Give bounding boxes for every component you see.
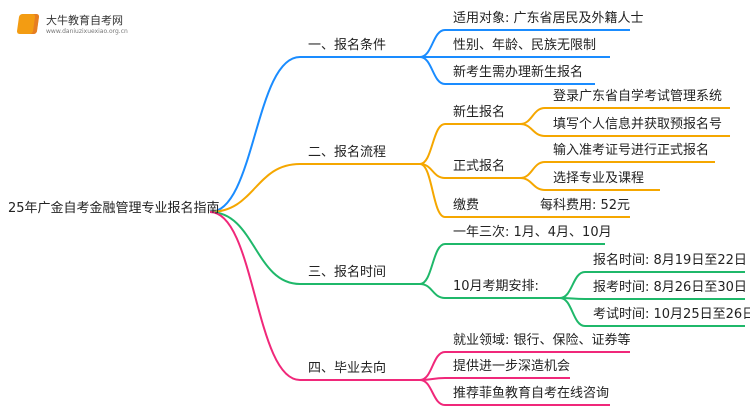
branch-3-child-child-connector: [559, 271, 586, 299]
branch-4-child-connector: [419, 351, 446, 381]
branch-2-connector: [209, 163, 301, 213]
branch-1-child-connector: [419, 29, 446, 58]
branch-2-child: 正式报名: [453, 159, 506, 174]
branch-2-child-connector: [419, 163, 446, 218]
branch-2-child-connector: [419, 123, 446, 165]
branch-2-child: 新生报名: [453, 105, 506, 120]
branch-1-child: 适用对象: 广东省居民及外籍人士: [453, 11, 644, 26]
branch-3-child-connector: [419, 283, 446, 299]
branch-4-child: 推荐菲鱼教育自考在线咨询: [453, 386, 610, 401]
root-node: 25年广金自考金融管理专业报名指南: [8, 201, 220, 216]
branch-1-connector: [209, 56, 301, 213]
branch-1-child: 新考生需办理新生报名: [453, 65, 584, 80]
branch-3-child: 一年三次: 1月、4月、10月: [453, 225, 612, 240]
branch-2-child-child-connector: [519, 123, 546, 137]
branch-3-child-connector: [419, 243, 446, 285]
branch-2-child-child-connector: [519, 107, 546, 125]
branch-4-child: 提供进一步深造机会: [453, 359, 571, 374]
branch-4: 四、毕业去向: [308, 361, 387, 376]
branch-3-child: 10月考期安排:: [453, 279, 539, 294]
branch-2-child: 缴费: [453, 198, 480, 213]
branch-3: 三、报名时间: [308, 265, 387, 280]
branch-1-child: 性别、年龄、民族无限制: [453, 38, 597, 53]
branch-2-child-child-connector: [519, 161, 546, 179]
logo-name: 大牛教育自考网: [46, 14, 123, 27]
logo: 大牛教育自考网 www.daniuzixuexiao.org.cn: [16, 12, 128, 35]
branch-2: 二、报名流程: [308, 145, 387, 160]
branch-2-child-child-connector: [519, 177, 546, 191]
branch-4-child: 就业领域: 银行、保险、证券等: [453, 333, 631, 348]
branch-2-child-child: 登录广东省自学考试管理系统: [553, 89, 723, 104]
branch-4-connector: [209, 211, 301, 381]
branch-4-child-connector: [419, 379, 446, 406]
branch-1-child-connector: [419, 56, 446, 85]
branch-2-child-child: 填写个人信息并获取预报名号: [553, 117, 723, 132]
branch-3-child-child: 考试时间: 10月25日至26日: [593, 307, 750, 322]
branch-3-child-child: 报名时间: 8月19日至22日: [593, 253, 747, 268]
branch-1: 一、报名条件: [308, 38, 387, 53]
fee-note: 每科费用: 52元: [540, 198, 631, 213]
branch-3-connector: [209, 211, 301, 285]
branch-3-child-child-connector: [559, 297, 586, 327]
branch-2-child-child: 输入准考证号进行正式报名: [553, 143, 710, 158]
branch-3-child-child: 报考时间: 8月26日至30日: [593, 280, 747, 295]
branch-2-child-child: 选择专业及课程: [553, 171, 645, 186]
logo-url: www.daniuzixuexiao.org.cn: [46, 28, 128, 35]
